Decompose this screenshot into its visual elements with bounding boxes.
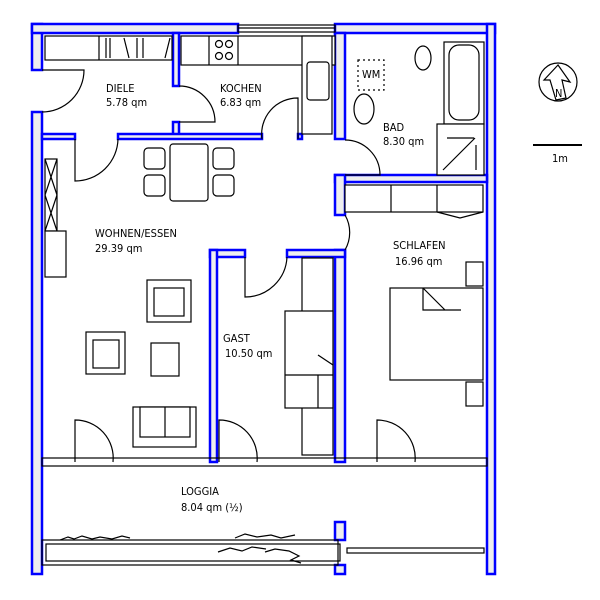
room-area-bad: 8.30 qm <box>383 135 424 148</box>
planter <box>41 533 485 566</box>
walls <box>30 22 497 576</box>
room-name-wohnen: WOHNEN/ESSEN <box>95 227 177 240</box>
top-window <box>237 24 336 33</box>
compass-icon: N <box>538 62 578 102</box>
room-name-kochen: KOCHEN <box>220 82 262 95</box>
room-area-wohnen: 29.39 qm <box>95 242 142 255</box>
room-labels: DIELE 5.78 qm KOCHEN 6.83 qm BAD 8.30 qm… <box>95 82 446 514</box>
room-area-schlafen: 16.96 qm <box>395 255 442 268</box>
room-area-kochen: 6.83 qm <box>220 96 261 109</box>
furniture: WM <box>44 35 485 456</box>
washer-label: WM <box>362 68 380 81</box>
room-name-gast: GAST <box>223 332 251 345</box>
room-name-bad: BAD <box>383 121 405 134</box>
room-area-gast: 10.50 qm <box>225 347 272 360</box>
room-name-schlafen: SCHLAFEN <box>393 239 446 252</box>
compass-label: N <box>555 87 562 100</box>
doors <box>41 69 416 463</box>
room-name-diele: DIELE <box>106 82 135 95</box>
room-area-loggia: 8.04 qm (½) <box>181 501 243 514</box>
room-name-loggia: LOGGIA <box>181 485 219 498</box>
scale-bar: 1m <box>533 144 582 165</box>
room-area-diele: 5.78 qm <box>106 96 147 109</box>
loggia-windows <box>41 457 488 467</box>
scale-label: 1m <box>552 152 568 165</box>
